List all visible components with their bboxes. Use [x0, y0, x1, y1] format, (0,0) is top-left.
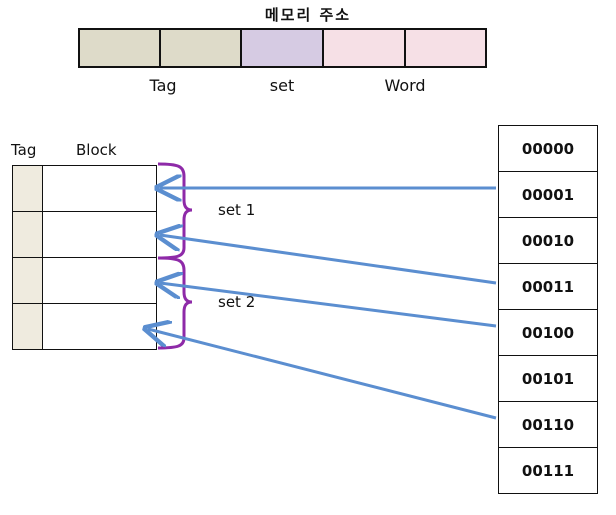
cache-line-4: [12, 303, 157, 350]
set-2-label: set 2: [218, 293, 256, 311]
arrow-00100-to-set-2: [160, 283, 497, 328]
cache-block-cell: [42, 257, 157, 304]
memory-address-title: 메모리 주소: [264, 6, 352, 24]
address-label-set: set: [269, 76, 295, 95]
cache-line-3: [12, 257, 157, 304]
memory-cell: 00001: [498, 171, 598, 218]
set-1-brace: [157, 162, 193, 260]
cache-block-header: Block: [76, 141, 117, 159]
address-label-word: Word: [384, 76, 426, 95]
memory-cell: 00011: [498, 263, 598, 310]
memory-cell: 00111: [498, 447, 598, 494]
arrow-00110-to-set-2: [148, 329, 497, 420]
cache-block-cell: [42, 165, 157, 212]
set-2-brace: [157, 256, 193, 350]
address-segment-word-2: [404, 28, 487, 68]
cache-tag-header: Tag: [11, 141, 37, 159]
cache-line-2: [12, 211, 157, 258]
cache-tag-cell: [12, 257, 43, 304]
memory-cell: 00101: [498, 355, 598, 402]
address-segment-tag-2: [159, 28, 242, 68]
set-1-label: set 1: [218, 201, 256, 219]
cache-block-cell: [42, 303, 157, 350]
cache-block-cell: [42, 211, 157, 258]
cache-tag-cell: [12, 165, 43, 212]
memory-cell: 00000: [498, 125, 598, 172]
cache-line-1: [12, 165, 157, 212]
memory-cell: 00010: [498, 217, 598, 264]
arrow-00011-to-set-1: [160, 235, 497, 285]
memory-cell: 00100: [498, 309, 598, 356]
address-label-tag: Tag: [149, 76, 177, 95]
